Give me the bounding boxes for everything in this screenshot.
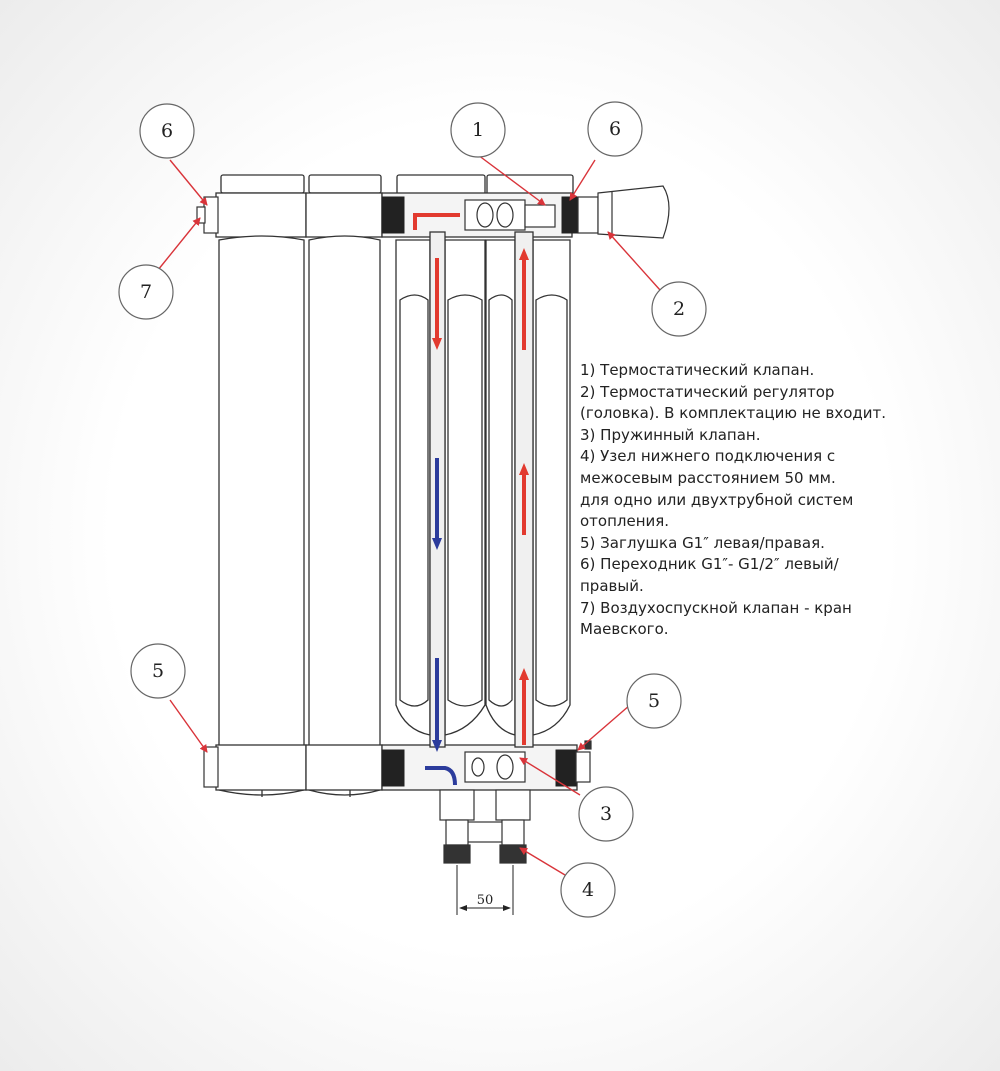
adapter-fitting-right bbox=[577, 196, 599, 234]
legend-line: 6) Переходник G1″- G1/2″ левый/ bbox=[580, 555, 839, 574]
legend-line: 1) Термостатический клапан. bbox=[580, 361, 815, 379]
radiator-cutaway bbox=[381, 174, 578, 791]
legend-line: (головка). В комплектацию не входит. bbox=[580, 404, 887, 423]
legend-line: отопления. bbox=[580, 512, 670, 531]
air-vent-valve bbox=[196, 206, 206, 224]
callout-circle-2 bbox=[651, 281, 707, 337]
adapter-fitting-left bbox=[203, 196, 219, 234]
end-plug-left bbox=[203, 746, 219, 788]
legend-line: 4) Узел нижнего подключения с bbox=[580, 447, 836, 466]
callout-circle-7 bbox=[118, 264, 174, 320]
callout-circle-6-left bbox=[139, 103, 195, 159]
callout-number: 1 bbox=[472, 119, 484, 141]
callout-number: 2 bbox=[673, 298, 685, 320]
legend-line: 2) Термостатический регулятор bbox=[580, 382, 835, 401]
legend-line: 7) Воздухоспускной клапан - кран bbox=[580, 598, 852, 617]
callout-number: 5 bbox=[648, 690, 660, 712]
callout-circle-3 bbox=[578, 786, 634, 842]
legend-line: Маевского. bbox=[580, 620, 669, 639]
threaded-plugs bbox=[381, 196, 579, 787]
callout-number: 5 bbox=[152, 660, 164, 682]
thermostatic-valve-body bbox=[464, 199, 556, 231]
callout-number: 3 bbox=[600, 803, 612, 825]
callout-circle-1 bbox=[450, 102, 506, 158]
legend-line: для одно или двухтрубной систем bbox=[580, 490, 854, 509]
hot-flow-arrows bbox=[413, 213, 529, 745]
cold-flow-arrows bbox=[425, 458, 457, 786]
radiator-section-1 bbox=[215, 174, 307, 797]
callout-number: 4 bbox=[582, 879, 594, 901]
spring-valve-body bbox=[464, 751, 526, 783]
callout-number: 7 bbox=[140, 281, 152, 303]
bottom-connection-unit bbox=[439, 789, 531, 864]
callout-circle-6-right bbox=[587, 101, 643, 157]
legend: 1) Термостатический клапан. 2) Термостат… bbox=[580, 360, 900, 641]
radiator-section-2 bbox=[305, 174, 383, 797]
legend-line: межосевым расстоянием 50 мм. bbox=[580, 468, 836, 487]
callout-circle-5-left bbox=[130, 643, 186, 699]
end-plug-right bbox=[575, 751, 591, 783]
callout-number: 6 bbox=[161, 120, 173, 142]
leader-lines bbox=[157, 154, 661, 876]
callout-number: 6 bbox=[609, 118, 621, 140]
callout-circle-4 bbox=[560, 862, 616, 918]
callout-circle-5-right bbox=[626, 673, 682, 729]
dimension-label: 50 bbox=[477, 893, 494, 908]
legend-line: правый. bbox=[580, 576, 644, 595]
legend-line: 5) Заглушка G1″ левая/правая. bbox=[580, 533, 825, 552]
thermostatic-head bbox=[597, 185, 670, 239]
dimension-50 bbox=[456, 865, 514, 915]
legend-line: 3) Пружинный клапан. bbox=[580, 425, 761, 444]
